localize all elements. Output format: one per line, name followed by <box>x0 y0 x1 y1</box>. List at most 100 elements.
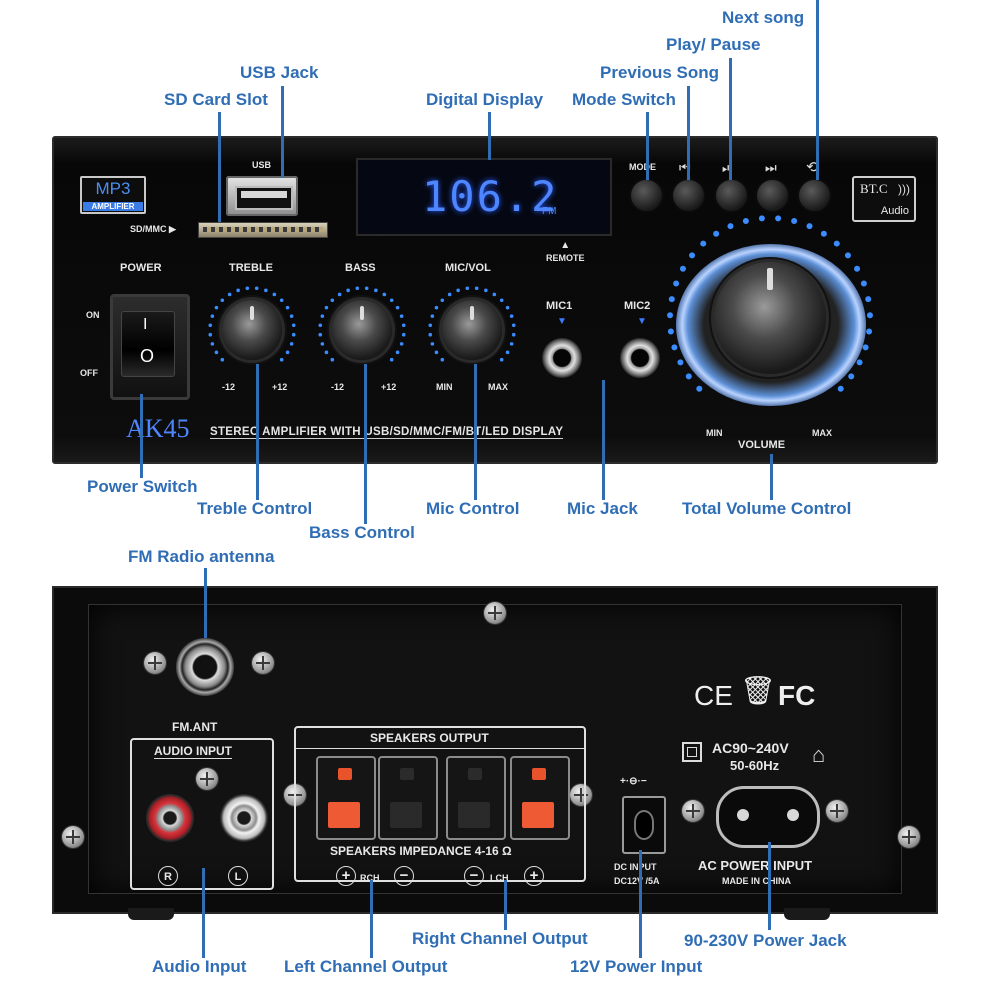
led-dot <box>456 288 460 293</box>
callout-fm-radio-antenna: FM Radio antenna <box>128 547 275 566</box>
led-dot <box>399 314 404 318</box>
ac-power-inlet[interactable] <box>716 786 820 848</box>
led-dot <box>430 314 435 318</box>
led-dot <box>833 240 840 247</box>
led-dot <box>865 296 872 303</box>
treble-label: TREBLE <box>229 262 273 274</box>
leader-previous-song <box>687 86 690 180</box>
led-dot <box>264 288 268 293</box>
next-icon: ⏭ <box>765 160 777 175</box>
leader-power-switch <box>140 394 143 478</box>
led-dot <box>208 332 213 337</box>
led-dot <box>401 332 406 337</box>
led-dot <box>866 312 873 319</box>
leader-digital-display <box>488 112 491 160</box>
l-channel-badge: L <box>228 866 248 886</box>
total-volume-knob[interactable] <box>714 262 826 374</box>
next-song-button[interactable] <box>757 180 788 211</box>
led-dot <box>673 280 680 287</box>
led-dot <box>291 323 296 328</box>
led-dot <box>428 323 433 328</box>
indoor-use-icon: ⌂ <box>812 742 826 767</box>
callout-previous-song: Previous Song <box>600 63 720 82</box>
led-dot <box>285 350 290 355</box>
r-channel-badge: R <box>158 866 178 886</box>
led-dot <box>775 215 782 222</box>
lch-positive-terminal[interactable] <box>510 756 570 840</box>
callout-90-230v-power-jack: 90-230V Power Jack <box>684 931 847 950</box>
previous-song-button[interactable] <box>673 180 704 211</box>
bt-signal-icon: ))) <box>898 182 910 196</box>
rch-negative-terminal[interactable] <box>378 756 438 840</box>
mic1-label: MIC1 <box>546 300 573 312</box>
led-dot <box>220 357 225 362</box>
display-band: FM <box>542 206 557 217</box>
led-dot <box>227 292 232 297</box>
rca-left-input[interactable] <box>220 794 268 842</box>
sd-card-slot[interactable] <box>198 222 328 238</box>
mode-button[interactable] <box>631 180 662 211</box>
play-pause-button[interactable] <box>716 180 747 211</box>
bt-badge-line1: BT.C <box>860 181 888 196</box>
callout-treble-control: Treble Control <box>197 499 313 518</box>
led-dot <box>214 305 219 310</box>
led-dot <box>440 357 445 362</box>
repeat-icon: ⟲ <box>806 159 819 176</box>
callout-right-channel-output: Right Channel Output <box>412 929 588 948</box>
led-dot <box>318 323 323 328</box>
rch-positive-terminal[interactable] <box>316 756 376 840</box>
volume-min: MIN <box>706 428 723 438</box>
led-dot <box>220 298 225 303</box>
usb-port[interactable] <box>226 176 298 216</box>
led-dot <box>837 385 844 392</box>
fm-antenna-connector[interactable] <box>176 638 234 696</box>
led-dot <box>210 342 215 346</box>
dc-input-line2: DC12V /5A <box>614 876 660 886</box>
led-dot <box>320 342 325 346</box>
led-dot <box>395 350 400 355</box>
led-dot <box>399 342 404 346</box>
screw-icon <box>196 768 218 790</box>
previous-icon: ⏮ <box>679 160 691 175</box>
led-dot <box>320 314 325 318</box>
display-frequency: 106.2 <box>422 172 559 221</box>
led-dot <box>511 332 516 337</box>
mic2-jack[interactable] <box>620 338 660 378</box>
led-dot <box>509 314 514 318</box>
leader-sd-slot <box>218 112 221 222</box>
play-pause-icon: ⏯ <box>722 160 733 175</box>
leader-mode-switch <box>646 112 649 180</box>
led-dot <box>860 280 867 287</box>
fm-ant-label: FM.ANT <box>172 720 218 734</box>
volume-max: MAX <box>812 428 832 438</box>
leader-mic-control <box>474 364 477 500</box>
callout-sd-card-slot: SD Card Slot <box>164 90 268 109</box>
mic-volume-knob[interactable] <box>442 300 502 360</box>
led-dot <box>465 286 470 291</box>
led-dot <box>844 252 851 259</box>
power-switch[interactable]: I O <box>110 294 190 400</box>
led-dot <box>382 292 387 297</box>
rca-right-input[interactable] <box>146 794 194 842</box>
bt-audio-badge: BT.C ))) Audio <box>852 176 916 222</box>
treble-knob[interactable] <box>222 300 282 360</box>
dc-input-jack[interactable] <box>622 796 666 854</box>
bass-knob[interactable] <box>332 300 392 360</box>
led-dot <box>289 342 294 346</box>
led-dot <box>401 323 406 328</box>
led-dot <box>337 292 342 297</box>
switch-off-mark: O <box>140 346 155 366</box>
micvol-max: MAX <box>488 382 508 392</box>
mic1-jack[interactable] <box>542 338 582 378</box>
callout-mode-switch: Mode Switch <box>572 90 676 109</box>
leader-left-channel <box>370 880 373 958</box>
bass-min: -12 <box>331 382 345 392</box>
leader-12v-input <box>639 850 642 958</box>
lch-minus-icon: − <box>464 866 484 886</box>
led-dot <box>210 314 215 318</box>
lch-negative-terminal[interactable] <box>446 756 506 840</box>
model-tagline: STEREO AMPLIFIER WITH USB/SD/MMC/FM/BT/L… <box>210 426 564 439</box>
repeat-button[interactable] <box>799 180 830 211</box>
leader-total-volume <box>770 454 773 500</box>
led-dot <box>854 265 861 272</box>
